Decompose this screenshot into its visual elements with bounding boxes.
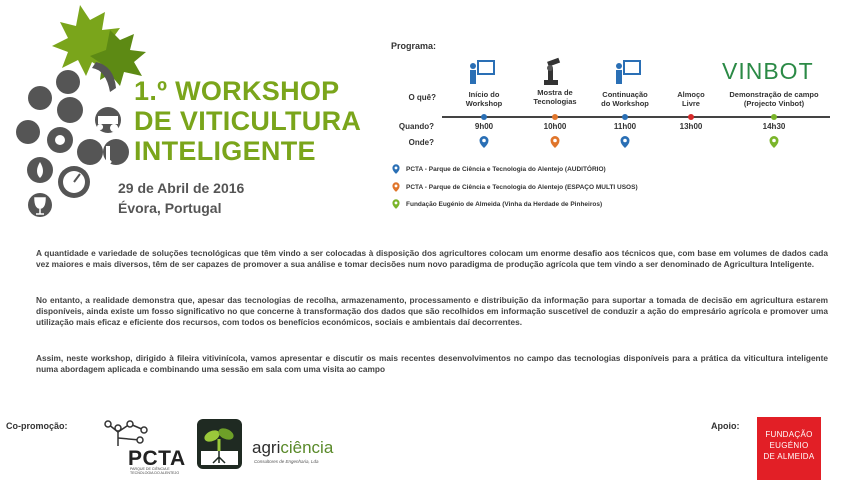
- support-label: Apoio:: [711, 421, 740, 431]
- vinbot-logo: VINBOT: [722, 58, 814, 84]
- item-time: 9h00: [474, 122, 494, 131]
- workshop-title: 1.º WORKSHOP DE VITICULTURA INTELIGENTE: [134, 76, 384, 166]
- presentation-icon-2: [616, 60, 641, 84]
- workshop-logo-graphic: [16, 5, 146, 217]
- title-line-2: DE VITICULTURA: [134, 106, 362, 136]
- row-label-what: O quê?: [408, 93, 436, 102]
- legend-item: PCTA - Parque de Ciência e Tecnologia do…: [392, 182, 638, 193]
- fundacao-eugenio-de-almeida-logo: FUNDAÇÃO EUGÉNIO DE ALMEIDA: [757, 417, 821, 480]
- timeline-dot: [552, 114, 558, 120]
- chemical-icon: [77, 139, 103, 165]
- agriciencia-subtitle: Consultores de Engenharia, Lda: [254, 459, 319, 464]
- paragraph-context: No entanto, a realidade demonstra que, a…: [36, 295, 828, 327]
- item-what: Demonstração de campo(Projecto Vinbot): [729, 90, 819, 108]
- item-time: 13h00: [679, 122, 703, 131]
- location-pin-icon: [550, 136, 560, 148]
- event-date: 29 de Abril de 2016: [118, 180, 245, 196]
- location-pin-icon: [479, 136, 489, 148]
- pcta-subtitle: PARQUE DE CIÊNCIA E TECNOLOGIA DO ALENTE…: [130, 467, 180, 475]
- plant-icon: [56, 70, 80, 94]
- weather-icon: [57, 97, 83, 123]
- sprout-icon: [201, 428, 238, 465]
- presentation-icon: [470, 60, 495, 84]
- legend-item: Fundação Eugénio de Almeida (Vinha da He…: [392, 199, 602, 210]
- program-label: Programa:: [391, 41, 437, 51]
- item-time: 10h00: [543, 122, 567, 131]
- irrigation-icon: [28, 86, 52, 110]
- timeline-dot: [622, 114, 628, 120]
- location-pin-icon: [392, 182, 400, 192]
- timeline-dot: [688, 114, 694, 120]
- location-pin-icon: [392, 199, 400, 209]
- legend-item: PCTA - Parque de Ciência e Tecnologia do…: [392, 164, 606, 175]
- title-line-3: INTELIGENTE: [134, 136, 316, 166]
- timeline-dot: [771, 114, 777, 120]
- copromotion-label: Co-promoção:: [6, 421, 68, 431]
- row-label-when: Quando?: [398, 122, 434, 131]
- leaf-icon: [16, 120, 40, 144]
- agriciencia-logo: agriciência: [252, 438, 334, 457]
- paragraph-goal: Assim, neste workshop, dirigido à fileir…: [36, 353, 828, 374]
- pcta-logo: PCTA: [128, 447, 186, 470]
- event-place: Évora, Portugal: [118, 200, 222, 216]
- location-pin-icon: [392, 164, 400, 174]
- grape-leaves-icon: [52, 5, 146, 92]
- timeline-line: [442, 116, 830, 118]
- pcta-network-icon: [104, 420, 148, 446]
- row-label-where: Onde?: [408, 138, 434, 147]
- item-time: 11h00: [613, 122, 637, 131]
- robot-arm-icon: [544, 57, 561, 85]
- location-pin-icon: [620, 136, 630, 148]
- item-time: 14h30: [762, 122, 786, 131]
- paragraph-intro: A quantidade e variedade de soluções tec…: [36, 248, 828, 269]
- timeline-dot: [481, 114, 487, 120]
- title-line-1: 1.º WORKSHOP: [134, 76, 340, 106]
- agriciencia-logo-mark: [197, 419, 242, 469]
- location-pin-icon: [769, 136, 779, 148]
